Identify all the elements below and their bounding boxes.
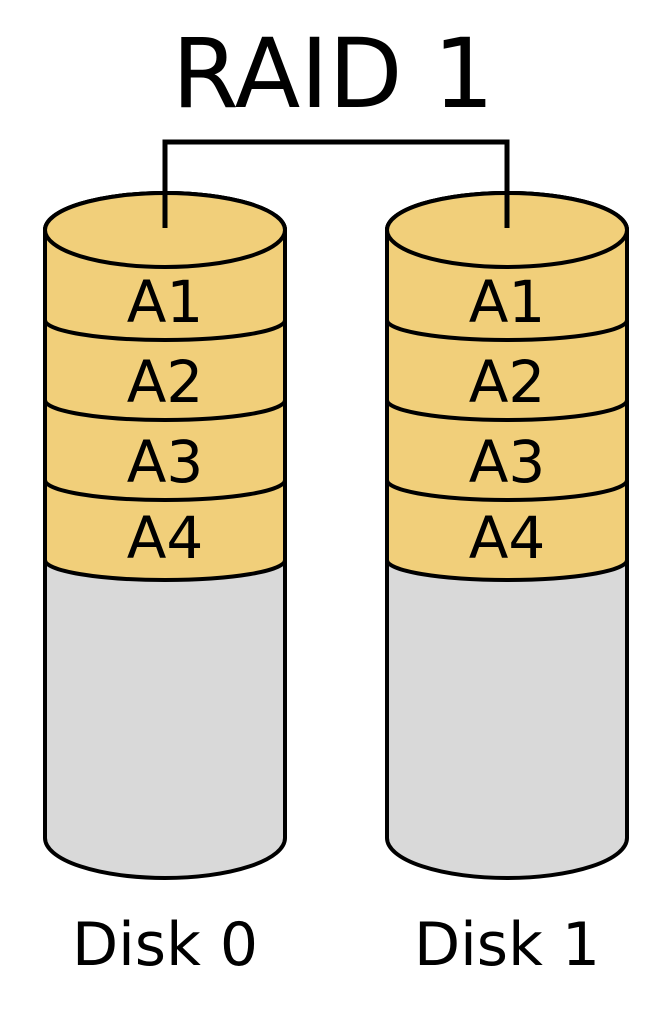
disk1-cylinder: A1 A2 A3 A4 xyxy=(385,191,629,880)
disk0-block-label-a4: A4 xyxy=(127,504,204,572)
disk0-block-label-a1: A1 xyxy=(127,268,204,336)
disk1-block-label-a2: A2 xyxy=(469,348,546,416)
disk0-platter-divider-arc-2 xyxy=(43,399,287,422)
disk1-block-label-a4: A4 xyxy=(469,504,546,572)
disk0-platter-divider-arc-1 xyxy=(43,319,287,342)
disk0-cylinder: A1 A2 A3 A4 xyxy=(43,191,287,880)
disk0-block-label-a2: A2 xyxy=(127,348,204,416)
mirror-connector-line xyxy=(162,139,510,228)
disk1-block-label-a3: A3 xyxy=(469,428,546,496)
disk1-platter-divider-arc-1 xyxy=(385,319,629,342)
disk0-block-label-a3: A3 xyxy=(127,428,204,496)
disk0-label: Disk 0 xyxy=(72,910,258,980)
diagram-title: RAID 1 xyxy=(172,18,494,130)
disk1-block-label-a1: A1 xyxy=(469,268,546,336)
disk1-label: Disk 1 xyxy=(414,910,600,980)
disk0-platter-divider-arc-3 xyxy=(43,479,287,502)
disk1-platter-divider-arc-2 xyxy=(385,399,629,422)
disk1-platter-divider-arc-3 xyxy=(385,479,629,502)
